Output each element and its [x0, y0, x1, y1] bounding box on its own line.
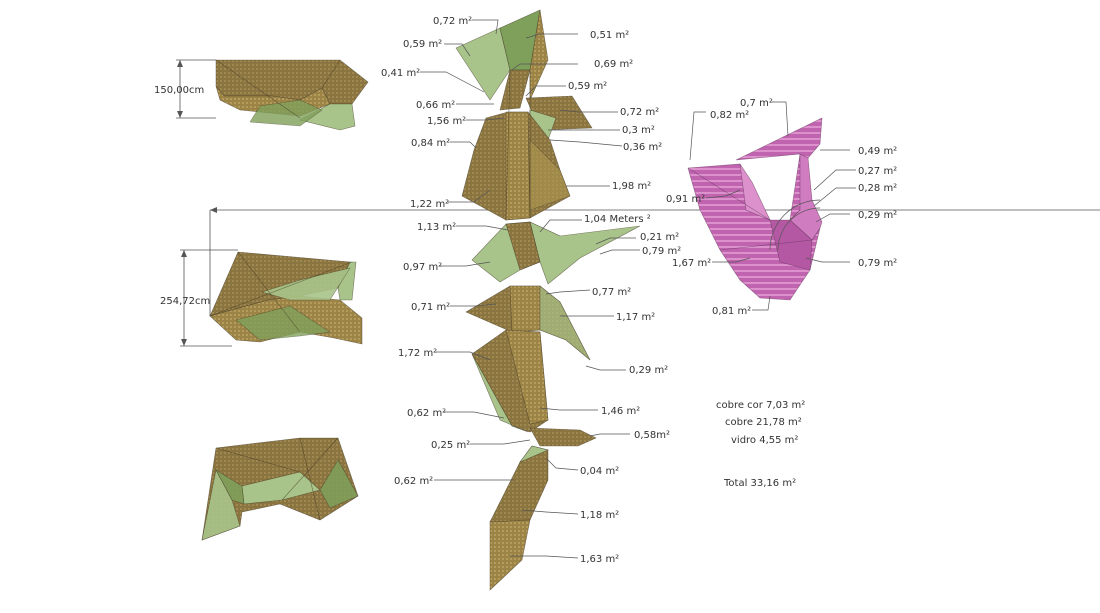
pink-leader-lines: [689, 101, 856, 311]
dimension-middle: [180, 210, 238, 347]
area-label: 1,17 m²: [616, 312, 655, 323]
summary-cobre-cor: cobre cor 7,03 m²: [716, 400, 805, 411]
area-summary: cobre cor 7,03 m² cobre 21,78 m² vidro 4…: [716, 400, 805, 489]
area-label: 0,41 m²: [381, 68, 420, 79]
pink-labels: 0,7 m² 0,82 m² 0,49 m² 0,27 m² 0,28 m² 0…: [666, 98, 897, 317]
area-label: 0,71 m²: [411, 302, 450, 313]
area-label: 1,13 m²: [417, 222, 456, 233]
area-label: 0,25 m²: [431, 440, 470, 451]
pink-panel: [687, 117, 823, 301]
area-label: 0,3 m²: [622, 125, 655, 136]
area-label: 0,36 m²: [623, 142, 662, 153]
area-label: 1,56 m²: [427, 116, 466, 127]
area-label: 0,69 m²: [594, 59, 633, 70]
area-label: 0,51 m²: [590, 30, 629, 41]
area-label: 0,27 m²: [858, 166, 897, 177]
area-label: 0,58m²: [634, 430, 670, 441]
left-middle-panel: [209, 251, 363, 345]
area-label: 0,82 m²: [710, 110, 749, 121]
dimension-top: [176, 59, 216, 119]
area-label: 0,28 m²: [858, 183, 897, 194]
area-label: 0,59 m²: [403, 39, 442, 50]
area-label: 0,49 m²: [858, 146, 897, 157]
area-label: 0,29 m²: [858, 210, 897, 221]
area-label: 1,46 m²: [601, 406, 640, 417]
summary-vidro: vidro 4,55 m²: [731, 435, 798, 446]
area-label: 0,29 m²: [629, 365, 668, 376]
area-label: 1,67 m²: [672, 258, 711, 269]
area-label: 0,66 m²: [416, 100, 455, 111]
summary-cobre: cobre 21,78 m²: [725, 417, 802, 428]
area-label: 0,84 m²: [411, 138, 450, 149]
area-label: 0,21 m²: [640, 232, 679, 243]
area-label: 0,62 m²: [407, 408, 446, 419]
area-label: 0,79 m²: [642, 246, 681, 257]
area-label: 0,72 m²: [620, 107, 659, 118]
area-label: 0,7 m²: [740, 98, 773, 109]
area-label: 0,79 m²: [858, 258, 897, 269]
area-label: 1,63 m²: [580, 554, 619, 565]
summary-total: Total 33,16 m²: [723, 478, 796, 489]
central-spine: [455, 9, 641, 591]
dimension-middle-label: 254,72cm: [160, 296, 210, 307]
area-label: 0,97 m²: [403, 262, 442, 273]
area-label: 1,22 m²: [410, 199, 449, 210]
spine-leader-lines: [420, 19, 640, 559]
area-label: 0,62 m²: [394, 476, 433, 487]
area-label: 0,59 m²: [568, 81, 607, 92]
area-label: 1,98 m²: [612, 181, 651, 192]
area-label: 1,72 m²: [398, 348, 437, 359]
area-label: 0,91 m²: [666, 194, 705, 205]
reference-arrow-icon: [210, 207, 217, 213]
left-bottom-panel: [201, 437, 359, 541]
area-label: 0,77 m²: [592, 287, 631, 298]
area-label: 1,18 m²: [580, 510, 619, 521]
area-label: 0,81 m²: [712, 306, 751, 317]
area-label: 0,04 m²: [580, 466, 619, 477]
left-top-panel: [215, 59, 369, 131]
spine-labels: 0,72 m² 0,51 m² 0,59 m² 0,69 m² 0,41 m² …: [381, 16, 681, 565]
area-label: 0,72 m²: [433, 16, 472, 27]
dimension-top-label: 150,00cm: [154, 85, 204, 96]
area-label: 1,04 Meters ²: [584, 214, 651, 225]
